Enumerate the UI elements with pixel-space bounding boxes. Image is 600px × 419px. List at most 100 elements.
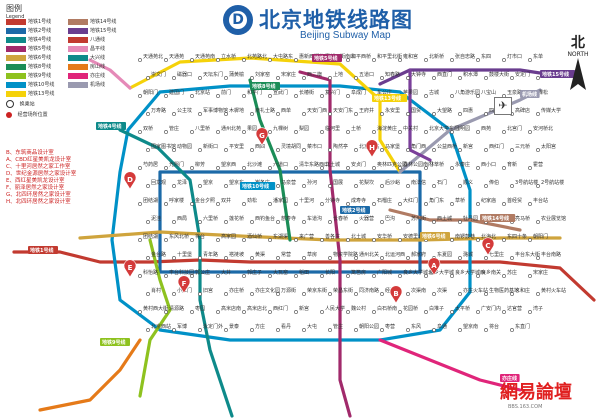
designer-item: B、东筑商品设计室 (6, 150, 54, 156)
legend-label: 地铁15号线 (90, 28, 117, 34)
station-dot (424, 58, 428, 62)
subway-logo-glyph: D (229, 11, 247, 29)
station-label: 孙河 (307, 179, 317, 186)
station-dot (242, 94, 246, 98)
station-label: 黄村火车站 (541, 287, 566, 294)
station-label: 西苑 (481, 125, 491, 132)
station-dot (320, 310, 324, 314)
station-dot (424, 130, 428, 134)
station-dot (502, 202, 506, 206)
station-dot (510, 256, 514, 260)
compass: 北 NORTH (565, 36, 591, 96)
station-label: 丰台站 (533, 197, 548, 204)
station-dot (484, 328, 488, 332)
station-dot (450, 274, 454, 278)
station-label: 梨园 (299, 125, 309, 132)
station-dot (268, 310, 272, 314)
station-label: 六道口 (273, 161, 288, 168)
station-label: 永安里 (385, 107, 400, 114)
station-dot (502, 238, 506, 242)
station-dot (536, 256, 540, 260)
station-dot (424, 202, 428, 206)
station-label: 阜通 (437, 323, 447, 330)
station-label: 天通苑南 (195, 53, 215, 60)
station-dot (302, 184, 306, 188)
station-label: 石门 (437, 179, 447, 186)
station-label: 北沙滩 (247, 161, 262, 168)
station-label: 森林公园南门 (403, 161, 433, 168)
station-label: 劲松 (247, 197, 257, 204)
station-label: 天安门西 (307, 107, 327, 114)
legend-swatch (6, 45, 26, 52)
station-dot (450, 238, 454, 242)
designer-marker-icon (389, 285, 403, 304)
station-dot (172, 184, 176, 188)
station-label: 草桥 (455, 197, 465, 204)
station-dot (172, 76, 176, 80)
station-label: 安德里北街 (403, 233, 428, 240)
station-label: 善各庄 (325, 233, 340, 240)
legend-item: 亦庄线 (68, 72, 105, 80)
station-dot (502, 166, 506, 170)
station-label: 张自忠路 (455, 53, 475, 60)
subway-line (408, 68, 432, 162)
compass-north-cn: 北 (571, 35, 585, 51)
station-label: 篱笆房 (351, 269, 366, 276)
station-dot (328, 76, 332, 80)
station-dot (216, 238, 220, 242)
station-dot (250, 328, 254, 332)
station-dot (320, 202, 324, 206)
station-dot (268, 166, 272, 170)
station-label: 八角游乐园 (455, 89, 480, 96)
station-dot (242, 58, 246, 62)
station-label: 俸伯 (489, 179, 499, 186)
station-label: 3号航站楼 (515, 179, 538, 186)
station-dot (380, 328, 384, 332)
station-label: 管庄 (333, 323, 343, 330)
legend-swatch (68, 27, 88, 34)
designer-marker-label: H (369, 144, 375, 152)
station-label: 回龙观 (151, 179, 166, 186)
station-label: 通州北苑 (221, 125, 241, 132)
station-label: 车公庄 (377, 89, 392, 96)
station-dot (302, 220, 306, 224)
station-label: 永定门外 (203, 323, 223, 330)
station-label: 后沙峪 (385, 179, 400, 186)
compass-arrow-icon (570, 58, 586, 90)
station-dot (198, 76, 202, 80)
station-dot (276, 76, 280, 80)
line-tag: 地铁15号线 (542, 71, 569, 78)
station-label: 宋家庄 (533, 269, 548, 276)
station-label: 枣营 (385, 323, 395, 330)
station-dot (190, 274, 194, 278)
station-label: 郭公庄 (195, 269, 210, 276)
station-dot (216, 94, 220, 98)
station-dot (328, 220, 332, 224)
station-label: 土桥 (351, 125, 361, 132)
subway-line (38, 338, 142, 412)
station-dot (320, 94, 324, 98)
designer-marker-icon (123, 171, 137, 190)
station-label: 2号航站楼 (541, 179, 564, 186)
station-dot (320, 238, 324, 242)
legend-transfer-row: 换乘站 (6, 100, 35, 108)
station-label: 霍营 (533, 161, 543, 168)
station-label: 东四十条 (507, 233, 527, 240)
station-dot (432, 112, 436, 116)
legend-label: 地铁13号线 (28, 91, 55, 97)
station-label: 枣园 (195, 305, 205, 312)
station-dot (510, 292, 514, 296)
legend-label: 大兴线 (90, 55, 106, 61)
station-dot (190, 166, 194, 170)
station-dot (502, 310, 506, 314)
designer-marker-label: D (127, 176, 133, 184)
station-label: 临河里 (325, 125, 340, 132)
station-dot (224, 112, 228, 116)
station-dot (198, 184, 202, 188)
station-dot (476, 310, 480, 314)
station-dot (510, 328, 514, 332)
station-dot (268, 274, 272, 278)
station-dot (450, 310, 454, 314)
designer-item: C、十里河居然之家工作室 (6, 164, 71, 170)
legend-label: 昌平线 (90, 46, 106, 52)
